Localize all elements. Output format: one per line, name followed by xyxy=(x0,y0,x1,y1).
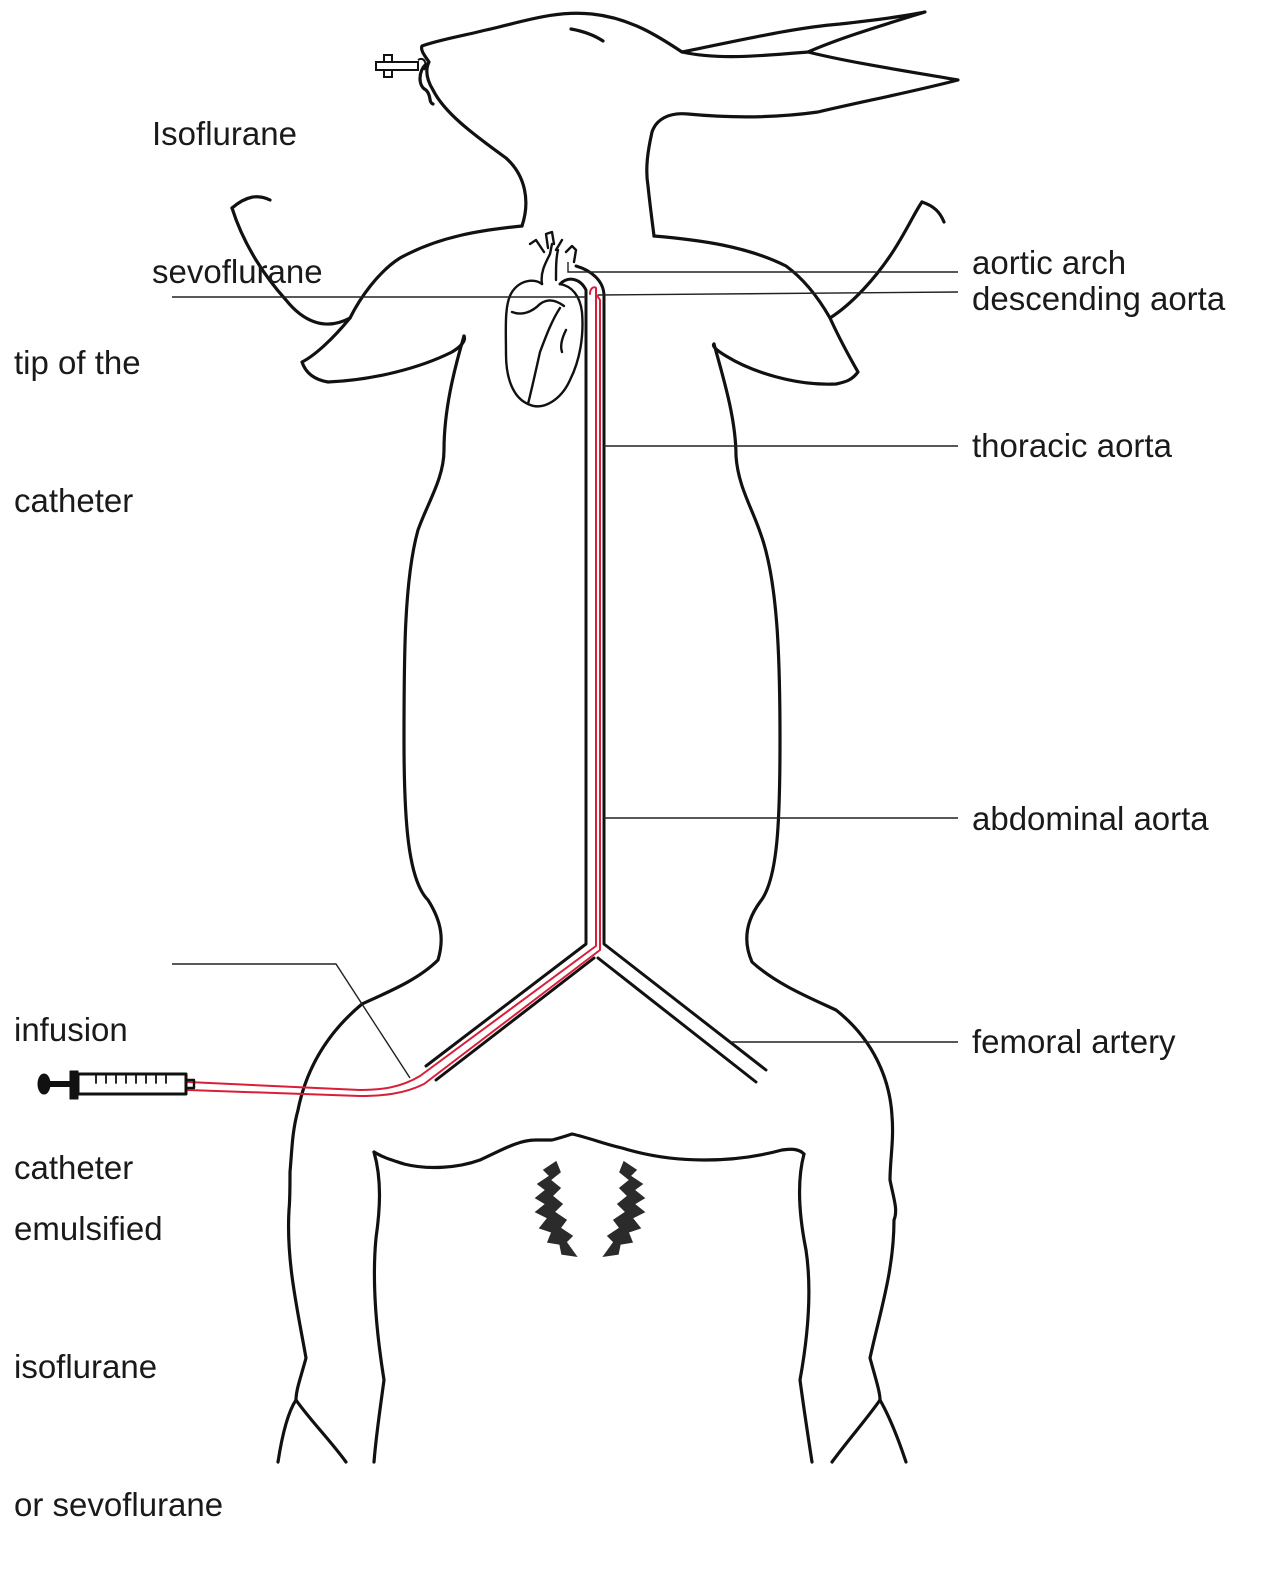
inhalation-agent-line2: sevoflurane xyxy=(152,249,323,295)
infusion-catheter-line xyxy=(188,287,600,1096)
thoracic-aorta-label: thoracic aorta xyxy=(972,423,1172,469)
catheter-tip-label: tip of the catheter xyxy=(14,248,141,570)
inhalation-agent-line1: Isoflurane xyxy=(152,111,323,157)
rabbit-tail-fur-icon xyxy=(536,1162,644,1256)
heart-icon xyxy=(506,232,583,406)
inhalation-tube-icon xyxy=(376,55,426,77)
emulsified-agent-line3: or sevoflurane xyxy=(14,1482,223,1528)
descending-aorta-label: descending aorta xyxy=(972,276,1225,322)
leader-descending-aorta xyxy=(598,292,958,295)
inhalation-agent-label: Isoflurane sevoflurane xyxy=(152,19,323,341)
femoral-right-inner xyxy=(598,958,756,1082)
rabbit-torso-left xyxy=(278,336,464,1462)
rabbit-right-arm-lower xyxy=(714,318,859,384)
leader-infusion-catheter xyxy=(172,964,410,1078)
rabbit-head-outline xyxy=(422,12,958,236)
leader-aortic-arch xyxy=(568,262,958,272)
catheter-tip-line2: catheter xyxy=(14,478,141,524)
aorta-right-wall xyxy=(576,266,766,1070)
rabbit-left-arm-lower xyxy=(302,318,465,382)
rabbit-right-inner-leg xyxy=(800,1154,812,1462)
rabbit-ear-inner xyxy=(682,52,808,57)
rabbit-right-paw xyxy=(922,202,944,222)
infusion-catheter-line1: infusion xyxy=(14,1007,133,1053)
arch-branches xyxy=(530,232,576,262)
catheter-tip-line1: tip of the xyxy=(14,340,141,386)
emulsified-agent-line2: isoflurane xyxy=(14,1344,223,1390)
rabbit-right-foot xyxy=(832,1400,880,1462)
emulsified-agent-line1: emulsified xyxy=(14,1206,223,1252)
rabbit-left-inner-leg xyxy=(374,1152,384,1462)
femoral-artery-label: femoral artery xyxy=(972,1019,1176,1065)
emulsified-agent-label: emulsified isoflurane or sevoflurane xyxy=(14,1114,223,1574)
rabbit-left-foot xyxy=(296,1400,346,1462)
abdominal-aorta-label: abdominal aorta xyxy=(972,796,1209,842)
rabbit-crotch xyxy=(374,1134,804,1167)
femoral-left-outer xyxy=(436,958,594,1080)
rabbit-right-arm xyxy=(654,202,922,318)
rabbit-eye xyxy=(571,29,603,41)
